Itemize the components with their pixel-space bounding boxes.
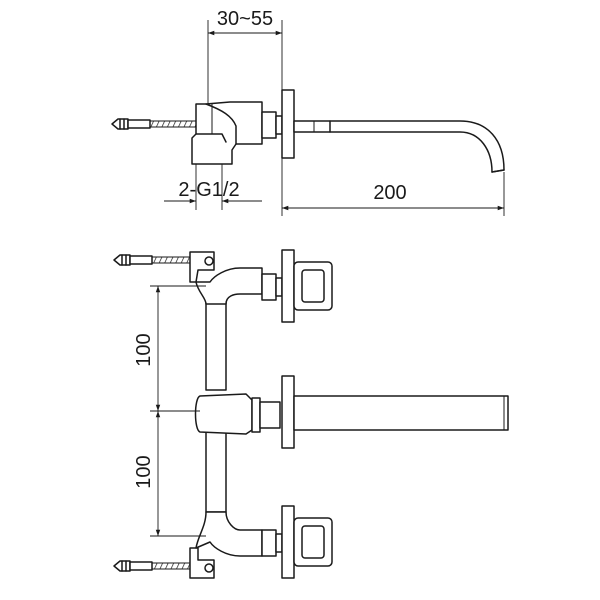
side-nut bbox=[261, 111, 283, 139]
dim-spout-projection: 200 bbox=[281, 158, 505, 216]
side-wall-plate bbox=[281, 89, 295, 159]
front-lower-wall-plate bbox=[281, 505, 295, 579]
front-spout-body bbox=[194, 375, 509, 449]
dim-connection-label: 2-G1/2 bbox=[178, 179, 239, 201]
front-spout-wall-plate bbox=[281, 375, 295, 449]
front-upper-valve bbox=[113, 249, 333, 323]
front-upper-wall-plate bbox=[281, 249, 295, 323]
side-valve-body bbox=[191, 101, 263, 165]
dim-upper-spacing-label: 100 bbox=[133, 333, 155, 366]
side-spout bbox=[293, 120, 505, 173]
dim-vertical-spacing: 100 100 bbox=[133, 285, 206, 537]
dim-spout-projection-label: 200 bbox=[373, 182, 406, 204]
dim-wall-depth-label: 30~55 bbox=[217, 8, 273, 30]
front-view: 100 100 bbox=[113, 249, 509, 579]
dim-wall-depth: 30~55 bbox=[207, 8, 283, 104]
side-view: 30~55 2-G1/2 200 bbox=[111, 8, 505, 216]
front-spout bbox=[293, 395, 509, 431]
dim-lower-spacing-label: 100 bbox=[133, 455, 155, 488]
side-anchor-screw bbox=[111, 118, 209, 130]
front-lower-valve bbox=[113, 505, 333, 579]
dim-connection: 2-G1/2 bbox=[164, 164, 262, 210]
